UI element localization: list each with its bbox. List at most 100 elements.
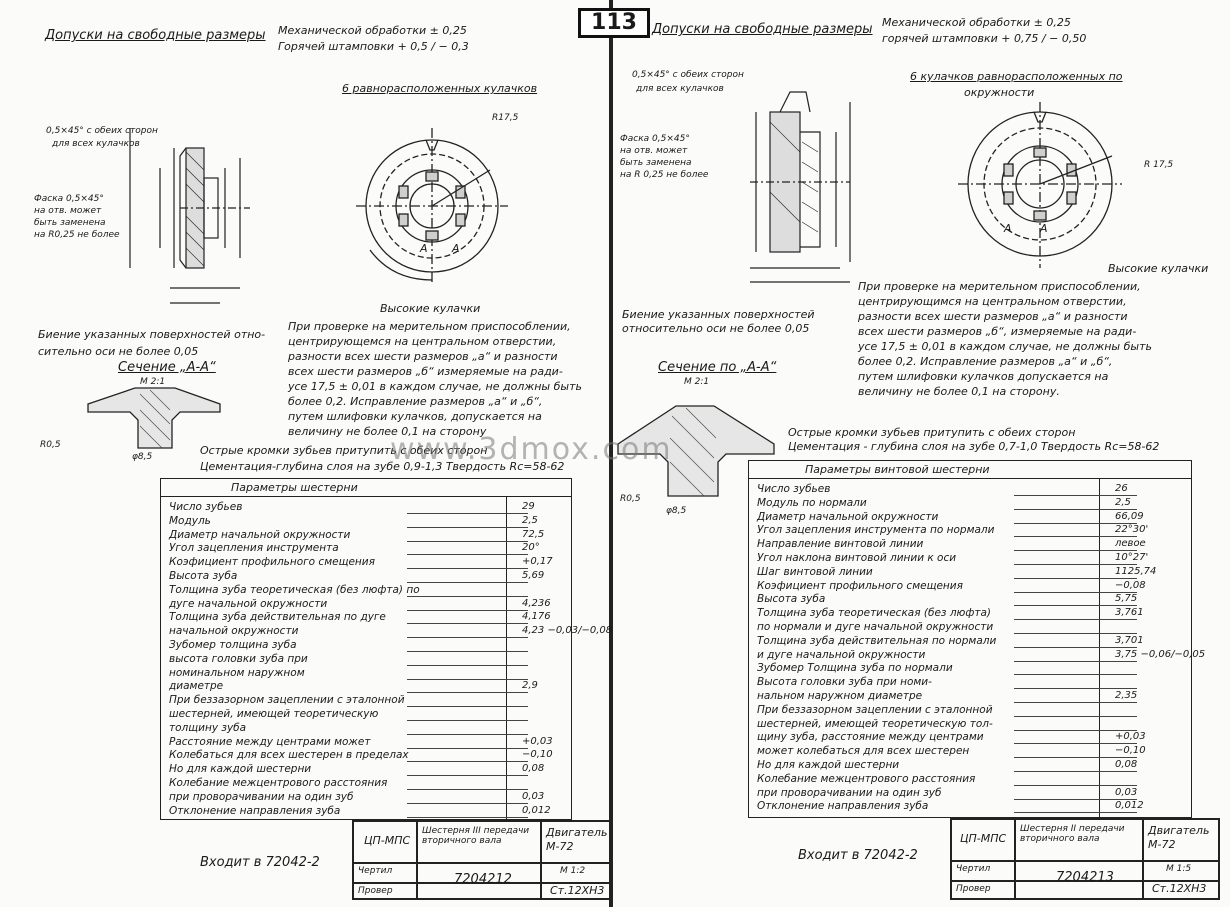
section-mark-a-1: A (420, 242, 428, 255)
chamfer-hole-note-4: на R0,25 не более (34, 230, 120, 240)
radius-label: R17,5 (492, 113, 519, 123)
parameter-value: 2,9 (522, 680, 538, 692)
leader-line (1014, 674, 1137, 676)
parameter-label: Колебание межцентрового расстояния (757, 772, 976, 785)
tolerance-hot-stamping: Горячей штамповки + 0,5 / − 0,3 (278, 40, 469, 53)
title-block-material: Ст.12ХН3 (1152, 882, 1207, 895)
parameter-label: высота головки зуба при (169, 652, 308, 665)
table-row: Коэфициент профильного смещения+0,17 (161, 556, 571, 571)
gear-section-drawing (750, 91, 851, 283)
title-block: ЦП-МПС Шестерня II передачи вторичного в… (950, 818, 1220, 900)
leader-line (407, 651, 528, 652)
table-header: Параметры шестерни (161, 479, 571, 497)
parameter-value: 4,236 (522, 597, 551, 609)
parameter-label: Угол наклона винтовой линии к оси (757, 552, 957, 564)
parameter-label: Расстояние между центрами может (169, 735, 371, 748)
parameter-value: 2,35 (1115, 690, 1138, 701)
parameter-label: Но для каждой шестерни (757, 759, 900, 771)
parameter-value: +0,17 (522, 556, 553, 568)
parameter-label: номинальном наружном (169, 666, 305, 679)
cams-front-view (958, 102, 1122, 268)
parameter-label: Но для каждой шестерни (169, 763, 312, 776)
table-row: шестерней, имеющей теоретическую тол- (749, 718, 1191, 733)
leader-line (1014, 812, 1137, 814)
leader-line (1014, 495, 1137, 496)
parameter-label: шестерней, имеющей теоретическую тол- (757, 717, 993, 730)
cams-title: 6 кулачков равнорасположенных по (910, 70, 1123, 83)
runout-note-1: Биение указанных поверхностей отно- (38, 328, 266, 341)
tolerance-header: Допуски на свободные размеры (45, 28, 266, 43)
inspection-note-1: При проверке на мерительном приспособлен… (288, 320, 571, 333)
leader-line (1014, 715, 1137, 717)
carburizing-note: Цементация - глубина слоя на зубе 0,7-1,… (788, 440, 1160, 453)
parameter-value: −0,08 (1115, 579, 1146, 591)
inspection-note-7: путем шлифовки кулачков допускается на (858, 370, 1109, 383)
inspection-note-3: разности всех шести размеров „а“ и разно… (858, 310, 1128, 323)
high-cams-label: Высокие кулачки (1108, 262, 1209, 275)
leader-line (1014, 508, 1137, 510)
parameter-label: начальной окружности (169, 625, 299, 638)
parameter-value: 72,5 (522, 528, 545, 540)
section-scale: М 2:1 (140, 377, 166, 387)
leader-line (1014, 660, 1137, 662)
radius-label: R 17,5 (1144, 160, 1174, 170)
leader-line (1014, 743, 1137, 745)
leader-line (1014, 646, 1137, 648)
left-page: Допуски на свободные размеры Механическо… (0, 0, 612, 907)
section-radius: R0,5 (620, 494, 641, 504)
inspection-note-8: величину не более 0,1 на сторону. (858, 385, 1060, 398)
leader-line (407, 816, 528, 818)
title-block-number: 7204213 (1056, 870, 1114, 885)
parameter-label: Угол зацепления инструмента по нормали (757, 524, 995, 537)
parameter-label: При беззазорном зацеплении с эталонной (169, 694, 405, 707)
parameter-value: 66,09 (1115, 510, 1144, 522)
table-row: высота головки зуба при (161, 653, 571, 668)
leader-line (407, 775, 528, 777)
table-row: Угол наклона винтовой линии к оси 10°27' (749, 552, 1191, 567)
parameter-value: 5,69 (522, 570, 545, 581)
title-block-engine: Двигатель М-72 (1148, 824, 1210, 851)
leader-line (407, 540, 528, 542)
section-radius: R0,5 (40, 440, 61, 450)
sharp-edges-note: Острые кромки зубьев притупить с обеих с… (788, 426, 1076, 439)
parameter-value: −0,10 (1115, 745, 1146, 757)
leader-line (407, 761, 528, 763)
tolerance-machining: Механической обработки ± 0,25 (278, 24, 467, 37)
inspection-note-6: более 0,2. Исправление размеров „а“ и „б… (288, 395, 543, 408)
parameter-value: 4,23 −0,03/−0,08 (522, 625, 613, 637)
table-row: Коэфициент профильного смещения−0,08 (749, 580, 1191, 595)
parameter-label: Толщина зуба теоретическая (без люфта) (757, 607, 992, 620)
parameter-value: 3,701 (1115, 634, 1144, 646)
parameter-label: Модуль (169, 514, 211, 527)
leader-line (407, 802, 528, 804)
inspection-note-4: всех шести размеров „б“ измеряемые на ра… (288, 365, 563, 378)
table-row: номинальном наружном (161, 667, 571, 682)
parameter-label: Число зубьев (757, 483, 831, 495)
chamfer-note: 0,5×45° с обеих сторон (46, 126, 158, 136)
carburizing-note: Цементация-глубина слоя на зубе 0,9-1,3 … (200, 460, 565, 473)
leader-line (1014, 798, 1137, 800)
parameter-value: 10°27' (1115, 552, 1149, 563)
parameter-label: нальном наружном диаметре (757, 690, 923, 702)
section-diameter: φ8,5 (132, 452, 153, 462)
leader-line (1014, 784, 1137, 786)
leader-line (407, 513, 528, 514)
parameter-label: Число зубьев (169, 501, 243, 513)
table-row: При беззазорном зацеплении с эталонной (749, 704, 1191, 719)
table-row: Колебаться для всех шестерен в пределах−… (161, 749, 571, 764)
section-mark-a-2: A (452, 242, 460, 255)
chamfer-hole-note-2: на отв. может (34, 206, 102, 216)
high-cams-label: Высокие кулачки (380, 302, 481, 315)
